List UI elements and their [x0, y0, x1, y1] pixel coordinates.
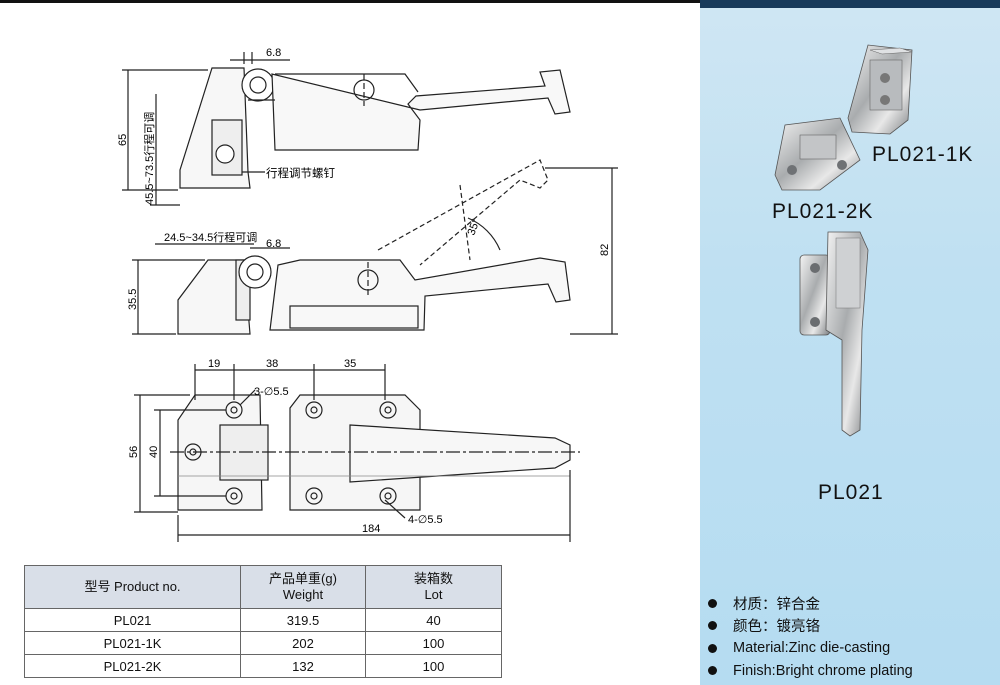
top-rule: [0, 0, 700, 3]
dim-top-travel: 45.5~73.5行程可调: [143, 112, 156, 205]
panel-top-bar: [700, 0, 1000, 8]
dim-bot-19: 19: [208, 358, 220, 370]
label-pl021: PL021: [818, 481, 884, 504]
dim-mid-35-5: 35.5: [127, 289, 139, 310]
dim-bot-38: 38: [266, 358, 278, 370]
dim-bot-40: 40: [148, 446, 160, 458]
pl021-1k-photo: [847, 44, 913, 135]
spec-item: 材质：锌合金: [706, 592, 996, 615]
label-pl021-2k: PL021-2K: [772, 200, 874, 223]
bullet-icon: [708, 643, 717, 653]
table-row: PL021-1K 202 100: [24, 631, 502, 655]
spec-item: Material:Zinc die-casting: [706, 637, 996, 660]
bullet-icon: [708, 598, 717, 608]
header-product-no: 型号 Product no.: [24, 565, 241, 609]
header-weight: 产品单重(g)Weight: [240, 565, 366, 609]
spec-item: 颜色：镀亮铬: [706, 615, 996, 638]
adjust-screw-label: 行程调节螺钉: [266, 167, 335, 180]
pl021-2k-photo: [774, 117, 861, 191]
spec-list: 材质：锌合金 颜色：镀亮铬 Material:Zinc die-casting …: [706, 592, 996, 682]
dim-bot-35: 35: [344, 358, 356, 370]
dim-bot-56: 56: [128, 446, 140, 458]
spec-item: Finish:Bright chrome plating: [706, 660, 996, 683]
bullet-icon: [708, 666, 717, 676]
dim-bot-184: 184: [362, 523, 380, 535]
technical-drawing: 6.8 65 45.5~73.5行程可调 行程调节螺钉 24.5~34.5行程可…: [117, 47, 618, 542]
pl021-photo: [799, 231, 869, 437]
label-pl021-1k: PL021-1K: [872, 143, 974, 166]
dim-mid-6-8: 6.8: [266, 238, 281, 250]
dim-mid-travel: 24.5~34.5行程可调: [164, 231, 257, 244]
product-photos: [774, 44, 913, 437]
dim-top-65: 65: [117, 134, 129, 146]
table-row: PL021-2K 132 100: [24, 654, 502, 678]
dim-bot-4holes: 4-∅5.5: [408, 514, 443, 526]
dim-top-6-8: 6.8: [266, 47, 281, 59]
dim-height-82: 82: [599, 244, 611, 256]
bullet-icon: [708, 621, 717, 631]
table-row: PL021 319.5 40: [24, 608, 502, 632]
top-view: [122, 52, 618, 542]
dim-bot-3holes: 3-∅5.5: [254, 386, 289, 398]
dim-angle-35: 35°: [466, 217, 483, 237]
